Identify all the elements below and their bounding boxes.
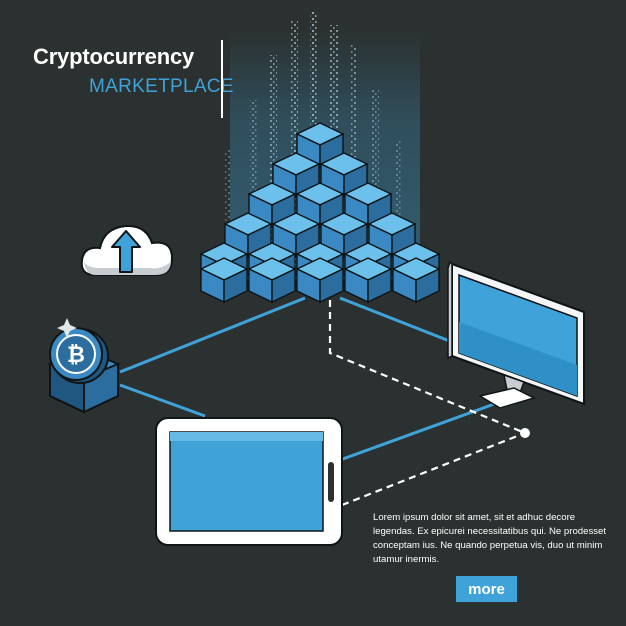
bitcoin-symbol: ₿ <box>67 343 85 368</box>
bitcoin-coin-icon <box>47 318 121 414</box>
tablet-device-icon <box>155 417 343 546</box>
description-paragraph: Lorem ipsum dolor sit amet, sit et adhuc… <box>373 512 607 565</box>
network-lines <box>119 296 498 462</box>
desktop-monitor-icon <box>447 260 585 409</box>
dashed-connectors <box>328 300 526 507</box>
title-divider <box>221 40 223 118</box>
page-subtitle: MARKETPLACE <box>89 76 234 97</box>
more-button[interactable]: more <box>456 576 517 602</box>
cloud-upload-icon <box>80 224 174 276</box>
connection-node <box>520 428 530 438</box>
page-title: Cryptocurrency <box>33 44 195 69</box>
